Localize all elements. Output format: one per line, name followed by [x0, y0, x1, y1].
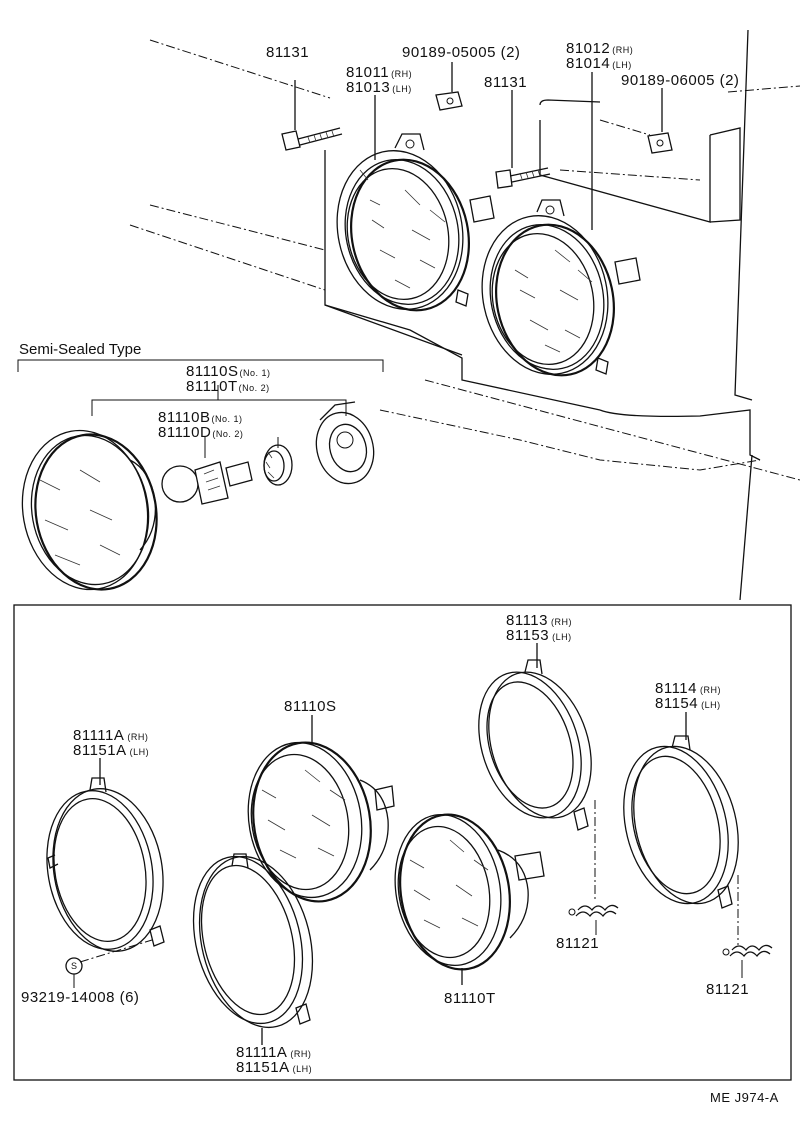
label-mount-rh: 81012(RH)	[566, 40, 633, 57]
retainer-bottom-part	[192, 853, 314, 1045]
label-spring-center: 81121	[556, 935, 599, 952]
label-screw-bottom-marker: S	[71, 961, 77, 971]
label-semi-sealed-title: Semi-Sealed Type	[19, 341, 141, 358]
label-ring-upper-rh: 81113(RH)	[506, 612, 572, 629]
footer-code: ME J974-A	[710, 1090, 779, 1105]
label-retainer-bottom-lh: 81151A(LH)	[236, 1059, 312, 1076]
label-retainer-left-lh: 81151A(LH)	[73, 742, 149, 759]
semi-sealed-lamp-unit	[21, 429, 158, 591]
retainer-left-part	[46, 758, 165, 952]
sealed-beam-s-part	[247, 715, 395, 903]
semi-sealed-bracket	[17, 359, 384, 416]
label-lamp-lh: 81013(LH)	[346, 79, 412, 96]
label-retainer-left-rh: 81111A(RH)	[73, 727, 148, 744]
sealed-beam-t-part	[394, 813, 545, 985]
label-unit-no1: 81110S(No. 1)	[186, 363, 271, 380]
nut-top-part	[435, 62, 463, 111]
screw-top-left-part	[281, 80, 343, 151]
semi-sealed-cover	[315, 401, 375, 485]
label-bulb-no1: 81110B(No. 1)	[158, 409, 243, 426]
label-nut-right: 90189-06005 (2)	[621, 72, 739, 89]
label-spring-right: 81121	[706, 981, 749, 998]
spring-center-part	[568, 904, 619, 935]
label-screw-top-center: 81131	[484, 74, 527, 91]
lower-frame	[13, 604, 792, 1081]
screw-top-center-part	[495, 90, 551, 189]
label-ring-upper-lh: 81153(LH)	[506, 627, 572, 644]
headlamp-upper-left	[336, 95, 495, 312]
label-unit-s: 81110S	[284, 698, 337, 715]
label-screw-top-left: 81131	[266, 44, 309, 61]
label-nut-top: 90189-05005 (2)	[402, 44, 520, 61]
label-unit-t: 81110T	[444, 990, 496, 1007]
label-mount-lh: 81014(LH)	[566, 55, 632, 72]
label-screw-bottom: 93219-14008 (6)	[21, 989, 139, 1006]
headlamp-lower-right	[481, 72, 641, 377]
body-panel-outline	[129, 29, 800, 601]
label-ring-right-lh: 81154(LH)	[655, 695, 721, 712]
ring-upper-part	[478, 643, 596, 900]
label-lamp-rh: 81011(RH)	[346, 64, 412, 81]
ring-right-part	[623, 712, 739, 945]
label-unit-no2: 81110T(No. 2)	[186, 378, 270, 395]
label-retainer-bottom-rh: 81111A(RH)	[236, 1044, 311, 1061]
label-bulb-no2: 81110D(No. 2)	[158, 424, 243, 441]
label-ring-right-rh: 81114(RH)	[655, 680, 721, 697]
semi-sealed-bulb	[161, 437, 253, 505]
semi-sealed-socket-ring	[263, 437, 293, 486]
screw-bottom-part	[65, 939, 153, 988]
spring-right-part	[722, 944, 773, 978]
nut-right-part	[647, 88, 673, 154]
